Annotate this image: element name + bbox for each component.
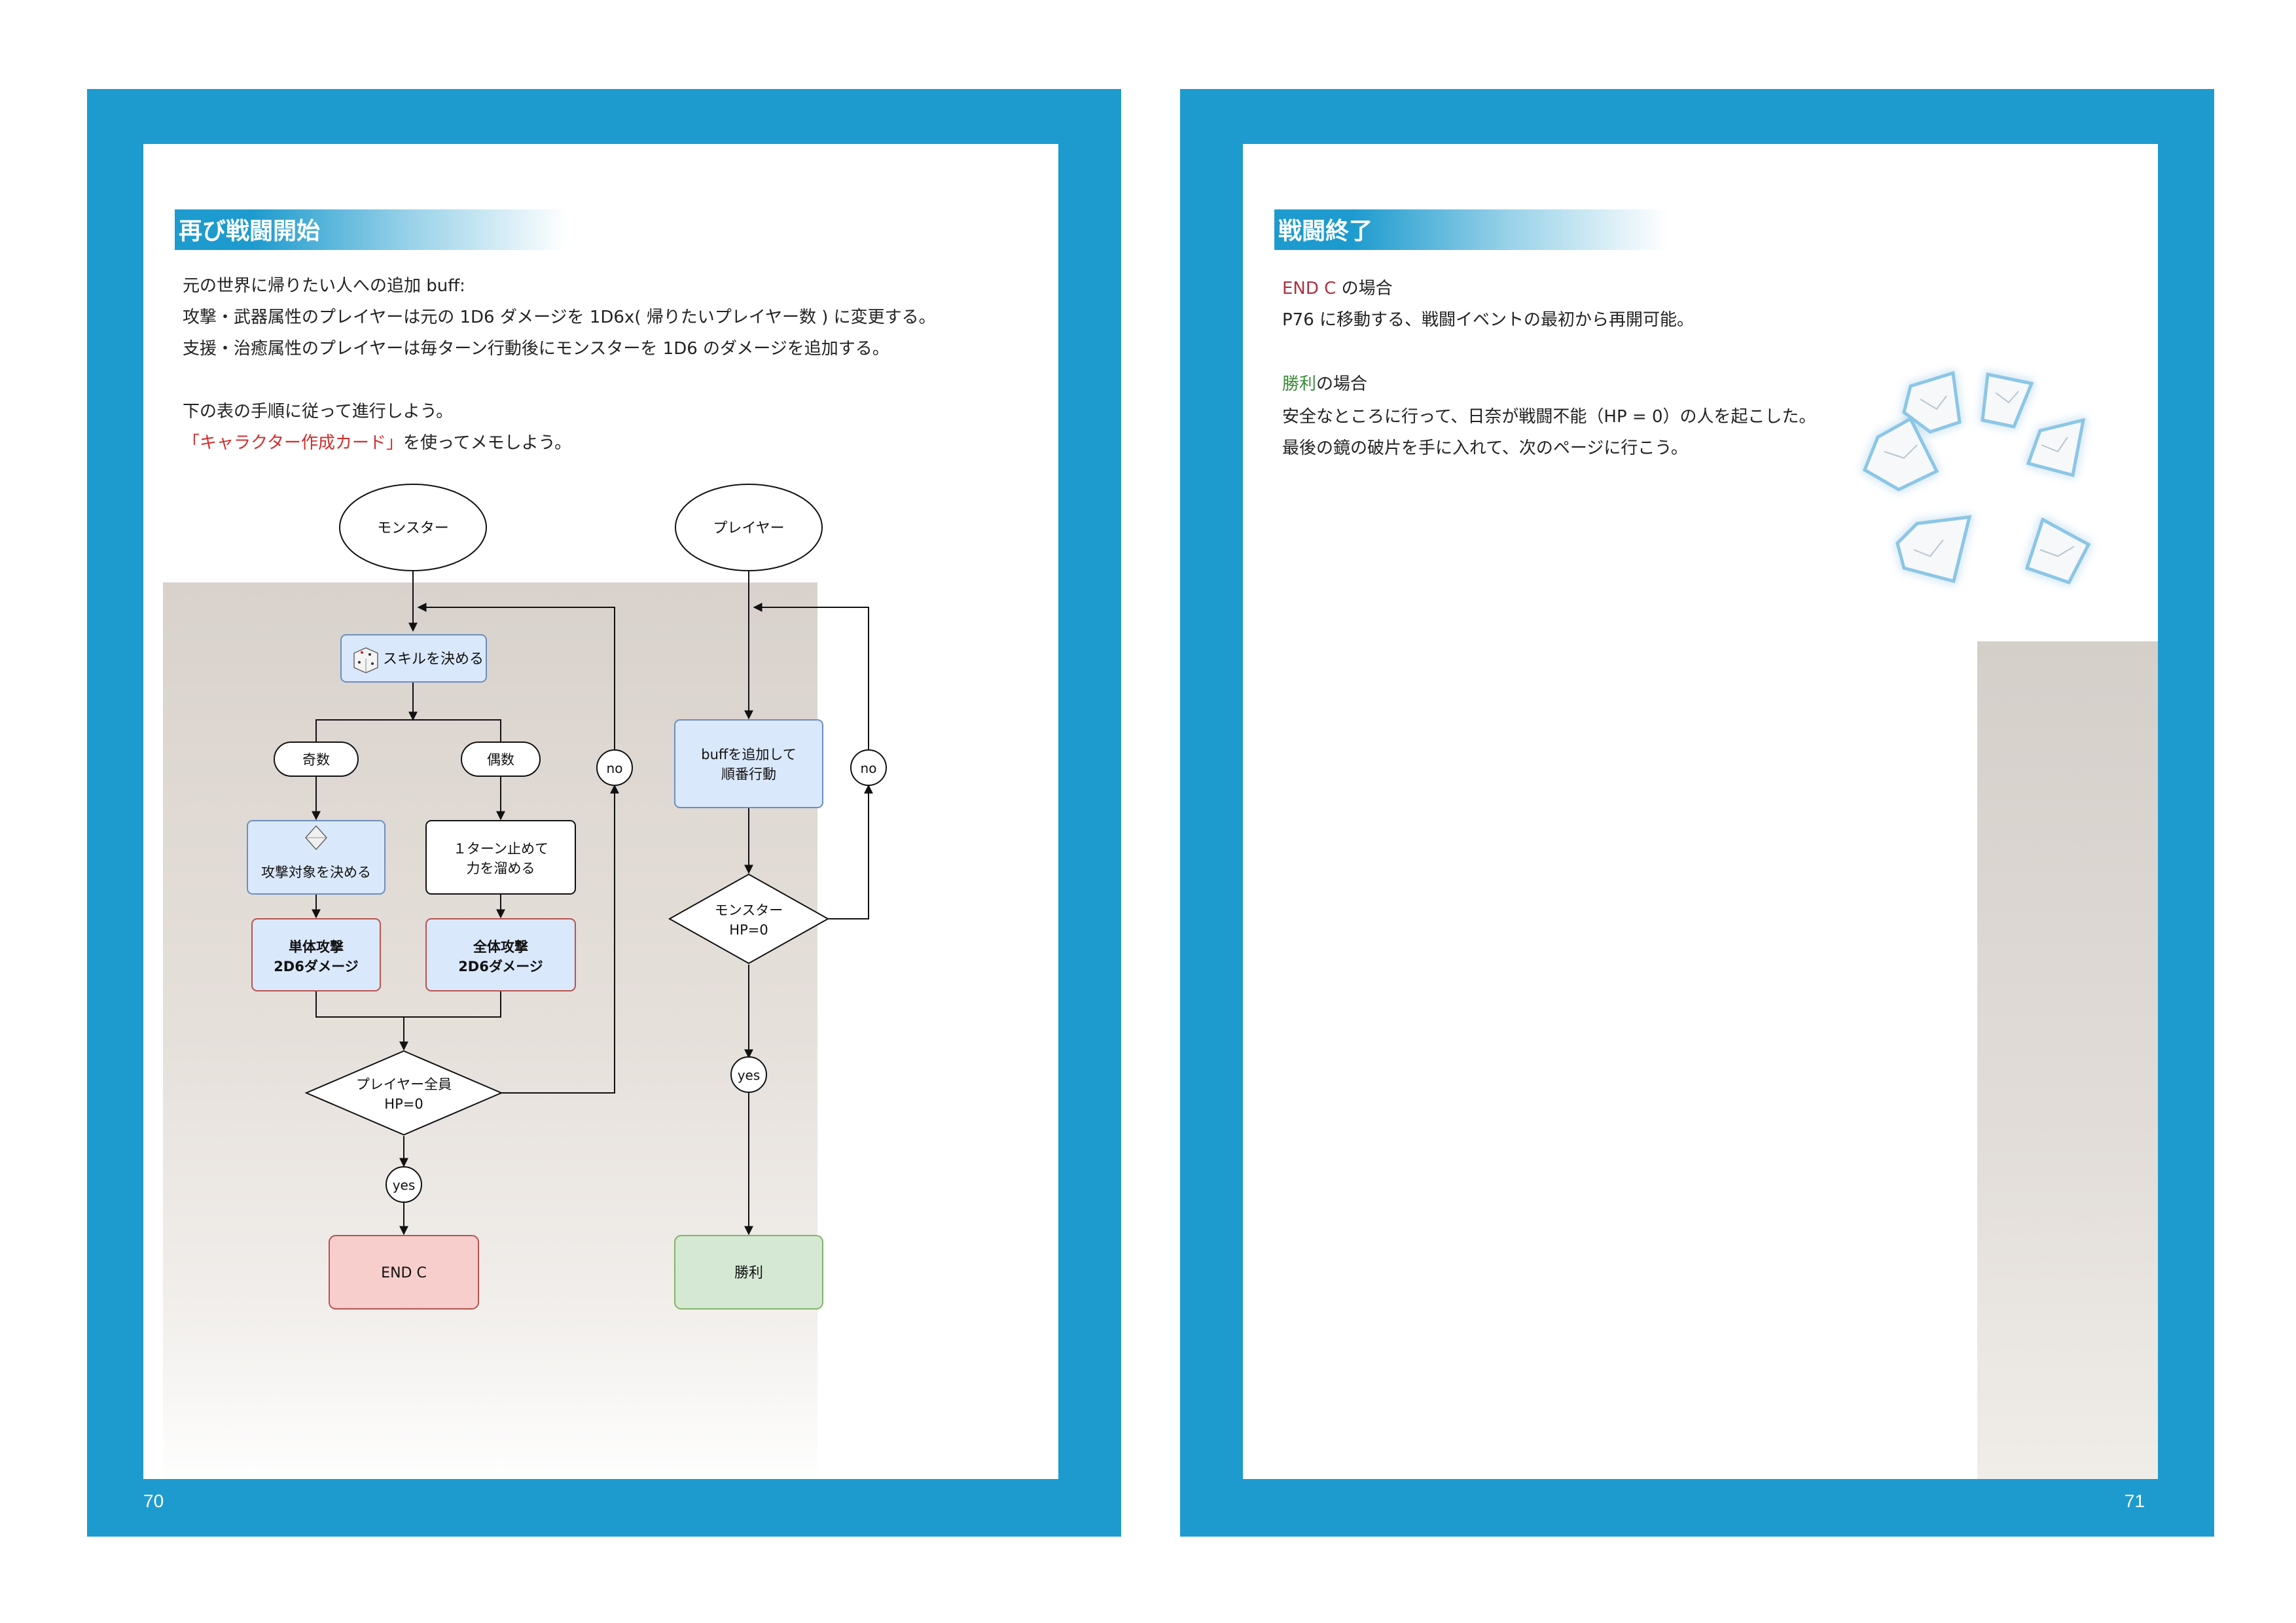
buff-action-label-2: 順番行動 — [721, 766, 776, 782]
mirror-shards-illustration — [1862, 370, 2091, 585]
endc-suffix: の場合 — [1336, 279, 1393, 298]
yes-right-label: yes — [738, 1067, 761, 1083]
no-branch-right: no — [850, 749, 887, 786]
mirror-shard — [2026, 418, 2086, 478]
right-page: 戦闘終了 END C の場合 P76 に移動する、戦闘イベントの最初から再開可能… — [1180, 89, 2214, 1537]
charge-power-label-1: １ターン止めて — [453, 841, 548, 857]
section-heading-right: 戦闘終了 — [1274, 209, 1667, 250]
decide-target-node: 攻撃対象を決める — [247, 820, 386, 895]
win-label: 勝利 — [1282, 374, 1317, 394]
decide-skill-label: スキルを決める — [383, 651, 484, 668]
charge-power-node: １ターン止めて 力を溜める — [425, 820, 576, 895]
end-c-label: END C — [381, 1265, 427, 1281]
even-branch-node: 偶数 — [461, 741, 541, 777]
mirror-shard — [1862, 416, 1939, 491]
player-start-label: プレイヤー — [713, 520, 784, 537]
all-attack-label-2: 2D6ダメージ — [458, 959, 543, 974]
section-heading-text: 再び戦闘開始 — [179, 218, 321, 245]
monster-start-label: モンスター — [377, 520, 449, 537]
page-number-left: 70 — [143, 1491, 164, 1511]
monster-down-label-2: HP=0 — [729, 922, 768, 938]
yes-left-label: yes — [393, 1177, 416, 1193]
left-page: 再び戦闘開始 元の世界に帰りたい人への追加 buff: 攻撃・武器属性のプレイヤ… — [87, 89, 1121, 1537]
no-left-label: no — [607, 760, 623, 776]
no-right-label: no — [861, 760, 877, 776]
mirror-shard — [1902, 370, 1962, 434]
monster-down-decision: モンスター HP=0 — [668, 873, 830, 965]
win-suffix: の場合 — [1316, 374, 1368, 394]
section-heading: 再び戦闘開始 — [175, 209, 567, 250]
win-text-1: 安全なところに行って、日奈が戦闘不能（HP = 0）の人を起こした。 — [1282, 407, 1816, 427]
decide-skill-node: スキルを決める — [340, 634, 487, 683]
single-attack-node: 単体攻撃 2D6ダメージ — [251, 918, 381, 991]
end-c-node: END C — [329, 1235, 479, 1310]
single-attack-label-1: 単体攻撃 — [289, 939, 344, 955]
instruction-line: 下の表の手順に従って進行しよう。 — [183, 402, 454, 421]
odd-label: 奇数 — [302, 752, 330, 768]
attack-rule-line: 攻撃・武器属性のプレイヤーは元の 1D6 ダメージを 1D6x( 帰りたいプレイ… — [183, 308, 936, 327]
no-branch-left: no — [596, 749, 633, 786]
all-attack-node: 全体攻撃 2D6ダメージ — [425, 918, 576, 991]
endc-condition: END C の場合 — [1282, 275, 1393, 299]
endc-text: P76 に移動する、戦闘イベントの最初から再開可能。 — [1282, 310, 1695, 330]
yes-branch-left: yes — [386, 1166, 422, 1203]
odd-branch-node: 奇数 — [274, 741, 359, 777]
memo-line: 「キャラクター作成カード」を使ってメモしよう。 — [183, 429, 571, 454]
decide-target-label: 攻撃対象を決める — [261, 865, 371, 880]
victory-node: 勝利 — [674, 1235, 823, 1310]
background-photo-right — [1977, 641, 2158, 1479]
memo-line-rest: を使ってメモしよう。 — [403, 433, 572, 453]
players-down-label-2: HP=0 — [384, 1096, 423, 1112]
players-down-label-1: プレイヤー全員 — [356, 1077, 452, 1092]
buff-intro-line: 元の世界に帰りたい人への追加 buff: — [183, 276, 465, 296]
left-page-content: 再び戦闘開始 元の世界に帰りたい人への追加 buff: 攻撃・武器属性のプレイヤ… — [143, 144, 1058, 1479]
even-label: 偶数 — [487, 752, 514, 768]
players-down-decision: プレイヤー全員 HP=0 — [304, 1050, 503, 1136]
win-condition: 勝利の場合 — [1282, 370, 1367, 395]
right-page-content: 戦闘終了 END C の場合 P76 に移動する、戦闘イベントの最初から再開可能… — [1243, 144, 2158, 1479]
player-start-node: プレイヤー — [675, 484, 823, 571]
all-attack-label-1: 全体攻撃 — [473, 939, 528, 955]
battle-flowchart: モンスター スキルを決める 奇数 偶数 — [247, 484, 887, 1310]
monster-start-node: モンスター — [339, 484, 487, 571]
yes-branch-right: yes — [730, 1056, 767, 1093]
mirror-shard — [1895, 515, 1972, 584]
victory-label: 勝利 — [734, 1265, 763, 1281]
buff-action-node: buffを追加して 順番行動 — [674, 719, 823, 808]
section-heading-right-text: 戦闘終了 — [1278, 218, 1373, 245]
support-rule-line: 支援・治癒属性のプレイヤーは毎ターン行動後にモンスターを 1D6 のダメージを追… — [183, 339, 889, 359]
character-card-link: 「キャラクター作成カード」 — [183, 433, 403, 453]
charge-power-label-2: 力を溜める — [467, 861, 535, 876]
mirror-shard — [2024, 517, 2091, 585]
buff-action-label-1: buffを追加して — [701, 747, 796, 762]
endc-label: END C — [1282, 279, 1336, 298]
dice-icon — [353, 647, 378, 673]
single-attack-label-2: 2D6ダメージ — [274, 959, 359, 974]
page-number-right: 71 — [2124, 1491, 2145, 1511]
monster-down-label-1: モンスター — [715, 902, 783, 918]
d8-dice-icon — [304, 825, 328, 851]
win-text-2: 最後の鏡の破片を手に入れて、次のページに行こう。 — [1282, 438, 1688, 458]
